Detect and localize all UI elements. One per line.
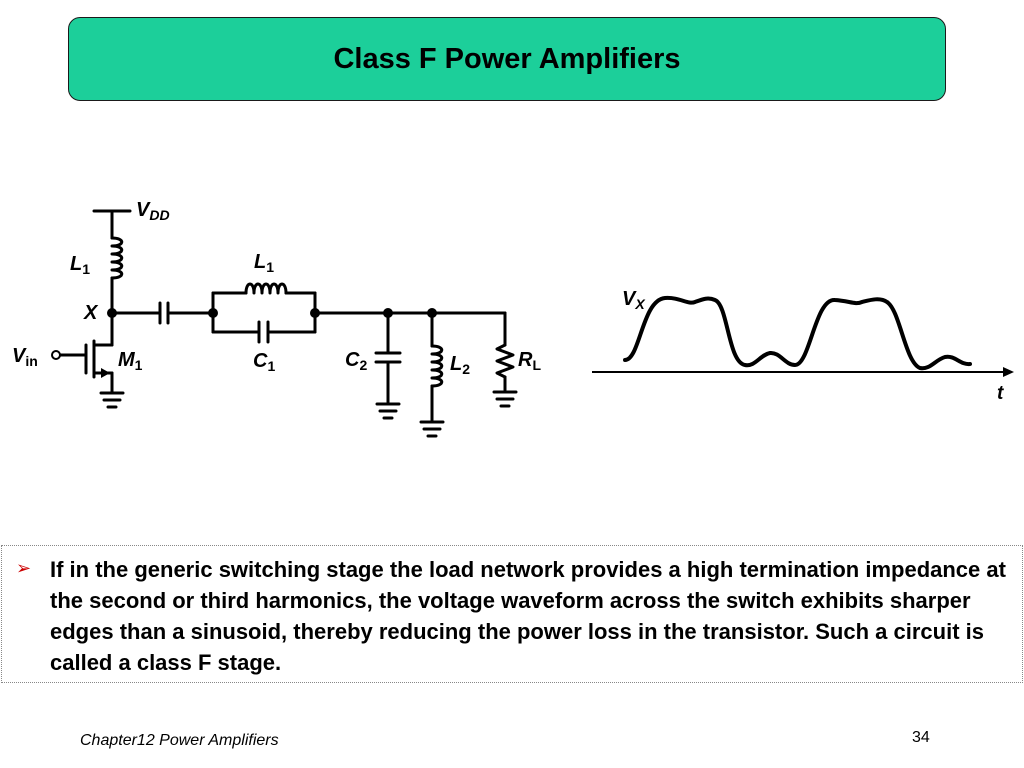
label-l2: L2 <box>450 353 470 377</box>
label-node-x: X <box>83 302 99 324</box>
page-number: 34 <box>912 729 930 746</box>
label-l1-tank: L1 <box>254 251 274 275</box>
label-vin: Vin <box>12 345 38 369</box>
label-c2: C2 <box>345 349 367 373</box>
class-f-circuit-diagram: VDD L1 X Vin M1 L1 C1 C2 L2 RL VX t <box>12 199 1014 438</box>
inductor-l1-drain <box>110 236 124 280</box>
label-t: t <box>997 383 1004 404</box>
vx-waveform <box>623 295 972 371</box>
inductor-l2 <box>430 344 444 388</box>
bullet-text: If in the generic switching stage the lo… <box>50 557 1006 675</box>
label-vdd: VDD <box>136 199 170 223</box>
bullet-box: ➢ If in the generic switching stage the … <box>1 545 1023 683</box>
slide-title: Class F Power Amplifiers <box>333 42 681 75</box>
label-rl: RL <box>518 349 541 373</box>
bullet-arrow-icon: ➢ <box>16 558 32 578</box>
title-banner: Class F Power Amplifiers <box>68 17 946 101</box>
label-c1: C1 <box>253 350 275 374</box>
label-vx: VX <box>622 288 646 312</box>
label-m1: M1 <box>118 349 143 373</box>
inductor-l1-tank <box>244 282 288 295</box>
footer-chapter: Chapter12 Power Amplifiers <box>80 732 279 749</box>
vx-waveform-plot: VX t <box>592 288 1014 404</box>
resistor-rl <box>495 343 515 379</box>
label-l1-drain: L1 <box>70 253 90 277</box>
